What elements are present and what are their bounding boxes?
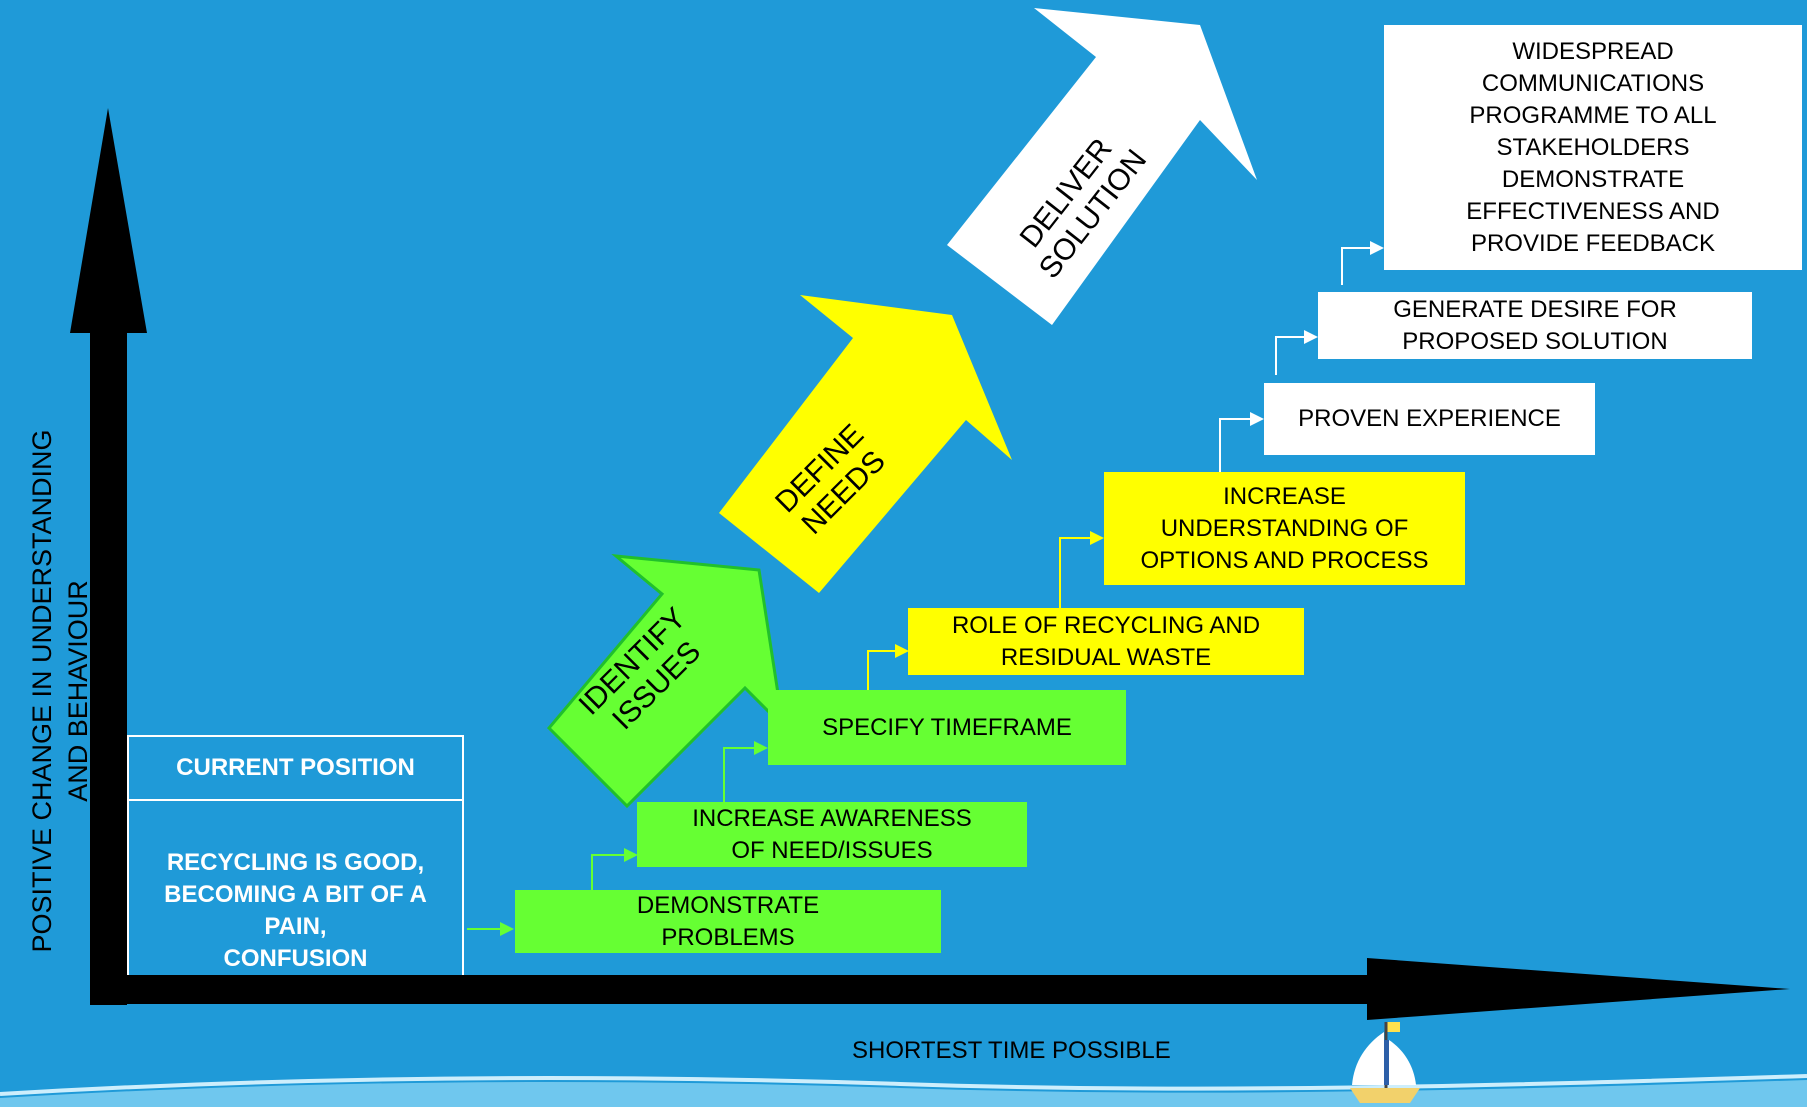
- step-generate-desire: GENERATE DESIRE FOR PROPOSED SOLUTION: [1318, 292, 1752, 359]
- step-proven-experience: PROVEN EXPERIENCE: [1264, 383, 1595, 455]
- step-line: OF NEED/ISSUES: [731, 836, 933, 864]
- step-line: GENERATE DESIRE FOR: [1393, 295, 1677, 323]
- current-position-line: RECYCLING IS GOOD,: [166, 849, 425, 876]
- step-increase-awareness: INCREASE AWARENESS OF NEED/ISSUES: [637, 802, 1027, 867]
- step-line: PROBLEMS: [661, 923, 795, 951]
- step-line: UNDERSTANDING OF: [1160, 514, 1409, 542]
- step-line: DEMONSTRATE: [1501, 165, 1685, 193]
- connectors: [467, 241, 1384, 936]
- step-line: DEMONSTRATE: [636, 891, 820, 919]
- water-wave-highlight: [0, 1074, 1807, 1096]
- step-line: SPECIFY TIMEFRAME: [822, 713, 1072, 741]
- step-line: COMMUNICATIONS: [1481, 69, 1705, 97]
- step-line: INCREASE: [1223, 482, 1346, 510]
- step-line: OPTIONS AND PROCESS: [1140, 546, 1429, 574]
- current-position-line: CONFUSION: [223, 945, 368, 972]
- y-axis-arrow: [70, 108, 147, 1005]
- current-position-line: PAIN,: [264, 913, 327, 940]
- step-line: EFFECTIVENESS AND: [1466, 197, 1720, 225]
- step-line: RESIDUAL WASTE: [1000, 643, 1212, 671]
- x-axis-label: SHORTEST TIME POSSIBLE: [852, 1037, 1171, 1064]
- x-axis-arrow: [90, 958, 1790, 1020]
- step-demonstrate-problems: DEMONSTRATE PROBLEMS: [515, 890, 941, 953]
- step-specify-timeframe: SPECIFY TIMEFRAME: [768, 690, 1126, 765]
- step-increase-understanding: INCREASE UNDERSTANDING OF OPTIONS AND PR…: [1104, 472, 1465, 585]
- deliver-solution-arrow: [947, 8, 1257, 325]
- step-line: PROVEN EXPERIENCE: [1298, 405, 1561, 432]
- y-axis-label-line: AND BEHAVIOUR: [63, 580, 93, 802]
- step-line: WIDESPREAD: [1512, 37, 1674, 65]
- current-position-box: CURRENT POSITION RECYCLING IS GOOD, BECO…: [127, 735, 464, 975]
- define-needs-arrow: [719, 295, 1012, 593]
- step-line: ROLE OF RECYCLING AND: [951, 611, 1261, 639]
- step-role-of-recycling: ROLE OF RECYCLING AND RESIDUAL WASTE: [908, 608, 1304, 675]
- identify-issues-arrow: [546, 554, 786, 809]
- step-line: PROGRAMME TO ALL: [1469, 101, 1717, 129]
- step-line: INCREASE AWARENESS: [692, 804, 972, 832]
- current-position-title: CURRENT POSITION: [129, 737, 462, 801]
- current-position-line: BECOMING A BIT OF A: [164, 881, 427, 908]
- y-axis-label: POSITIVE CHANGE IN UNDERSTANDING AND BEH…: [24, 281, 96, 1101]
- current-position-body: RECYCLING IS GOOD, BECOMING A BIT OF A P…: [129, 801, 462, 975]
- step-line: PROPOSED SOLUTION: [1402, 327, 1668, 355]
- y-axis-label-line: POSITIVE CHANGE IN UNDERSTANDING: [27, 429, 57, 953]
- water-wave: [0, 1080, 1807, 1107]
- sailboat-icon: [1350, 1022, 1420, 1103]
- step-line: PROVIDE FEEDBACK: [1470, 229, 1716, 257]
- step-line: STAKEHOLDERS: [1496, 133, 1690, 161]
- step-widespread-communications: WIDESPREAD COMMUNICATIONS PROGRAMME TO A…: [1384, 25, 1802, 270]
